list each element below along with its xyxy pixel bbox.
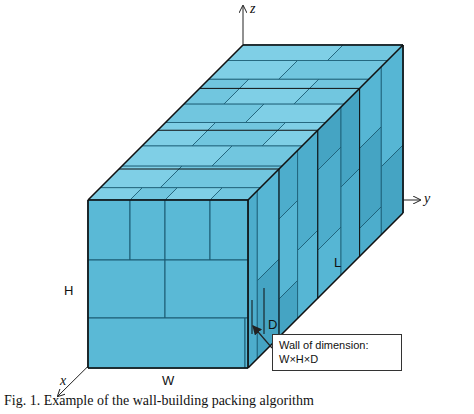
container-edge (402, 45, 404, 213)
callout-box: Wall of dimension: W×H×D (272, 334, 402, 371)
wall-boundary (158, 130, 318, 131)
dimension-label: D (268, 318, 277, 331)
container-edge (88, 199, 248, 201)
box-top (212, 146, 302, 166)
dimension-label: H (64, 284, 73, 297)
box-top (228, 45, 344, 61)
wall-boundary (200, 88, 360, 89)
container-edge (247, 200, 249, 368)
dimension-label: W (162, 374, 174, 387)
box-top (210, 188, 260, 200)
container-edge (88, 45, 243, 200)
container-edge (248, 45, 403, 200)
axis-label: x (60, 374, 66, 388)
box-front (88, 318, 245, 368)
box-front (165, 200, 210, 260)
box-top (262, 123, 325, 146)
container-edge (87, 200, 89, 368)
wall-boundary (119, 169, 279, 170)
box-side (360, 207, 382, 257)
wall-boundary (359, 88, 360, 256)
box-top (294, 79, 369, 104)
container-edge (243, 44, 403, 46)
dimension-tick (252, 300, 253, 334)
box-top (328, 45, 404, 61)
figure-caption: Fig. 1. Example of the wall-building pac… (4, 394, 314, 408)
container-edge (88, 367, 248, 369)
box-front (88, 260, 165, 318)
dimension-label: L (334, 256, 341, 269)
front-face (88, 200, 248, 368)
box-front (130, 200, 165, 260)
box-front (165, 260, 248, 318)
top-face (88, 45, 403, 200)
box-side (298, 230, 318, 318)
callout-text: Wall of dimension: W×H×D (279, 338, 395, 367)
box-front (88, 200, 130, 260)
wall-boundary (279, 169, 280, 337)
dimension-tick (264, 288, 265, 334)
axis-label: y (424, 192, 430, 206)
box-side (248, 191, 257, 368)
box-side (381, 145, 403, 235)
axis-label: z (250, 2, 255, 16)
box-front (210, 200, 248, 260)
wall-boundary (317, 130, 318, 298)
